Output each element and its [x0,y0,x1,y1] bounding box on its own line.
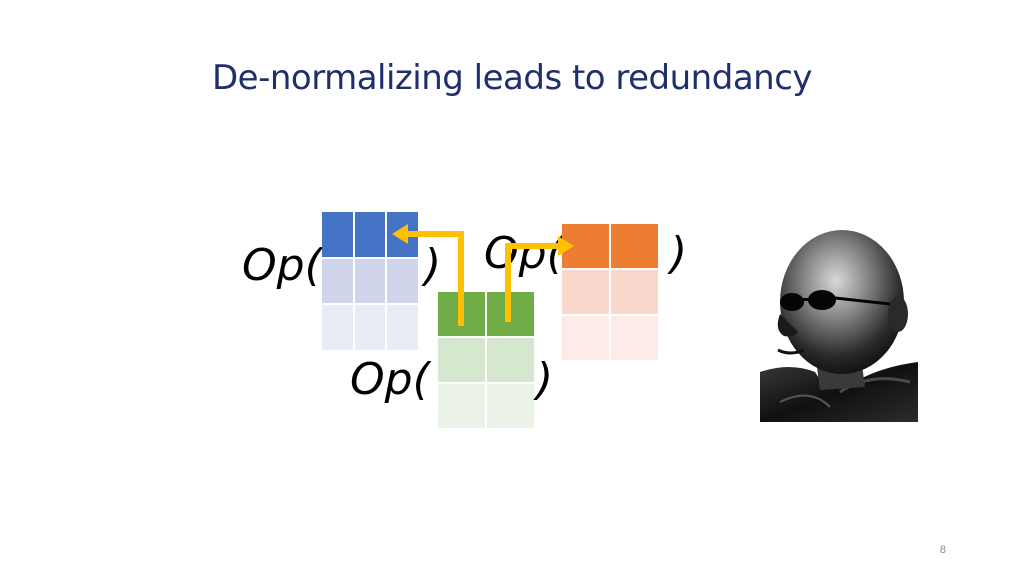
blue-body-cell [354,258,386,304]
green-header-cell [438,292,485,336]
blue-body-cell [387,305,418,350]
blue-body-cell [387,258,418,304]
left-op-label: Op( [242,240,322,291]
green-header-cell [487,292,534,336]
person-portrait-image [760,222,918,422]
blue-header-cell [322,212,353,257]
blue-header-cell [354,212,386,257]
bottom-op-label: Op( [350,354,430,405]
blue-body-cell [354,305,386,350]
green-body-cell [487,384,534,428]
orange-header-cell [562,224,609,268]
orange-table [562,224,658,360]
orange-body-cell [611,270,658,314]
orange-header-cell [611,224,658,268]
page-number: 8 [939,544,946,556]
green-body-cell [438,384,485,428]
slide-title: De-normalizing leads to redundancy [211,58,813,98]
orange-body-cell [562,270,609,314]
bottom-close-paren: ) [536,354,554,405]
left-close-paren: ) [424,240,442,291]
blue-body-cell [322,258,353,304]
green-table [438,292,534,428]
blue-header-cell [387,212,418,257]
right-close-paren: ) [670,228,688,279]
right-op-label: Op( [484,228,564,279]
orange-body-cell [562,316,609,360]
blue-body-cell [322,305,353,350]
blue-table [322,212,418,350]
green-body-cell [487,338,534,382]
green-body-cell [438,338,485,382]
orange-body-cell [611,316,658,360]
